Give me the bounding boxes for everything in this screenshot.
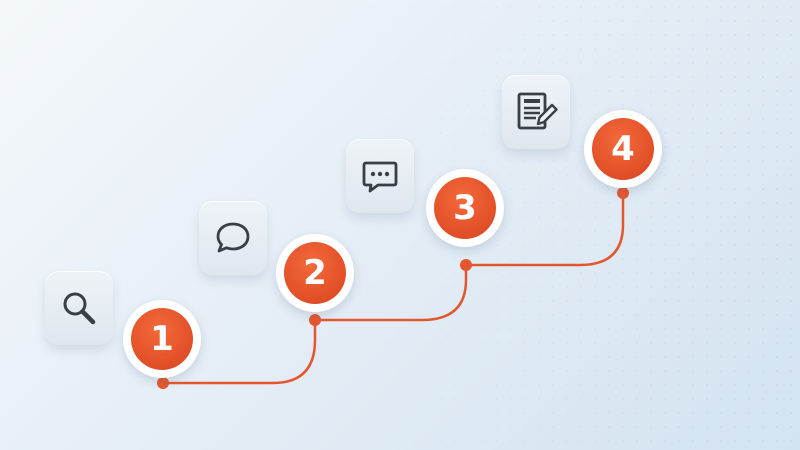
step-2-badge: 2 bbox=[276, 234, 354, 312]
connector-node-4 bbox=[617, 187, 629, 199]
step-1-number: 1 bbox=[131, 308, 193, 370]
step-1-badge: 1 bbox=[123, 300, 201, 378]
step-4-number: 4 bbox=[592, 118, 654, 180]
magnifier-icon bbox=[63, 292, 96, 325]
step-3-badge: 3 bbox=[426, 169, 504, 247]
step-2-card bbox=[199, 201, 267, 275]
step-3-number: 3 bbox=[434, 177, 496, 239]
speech-bubble-icon bbox=[216, 222, 250, 253]
step-3-card bbox=[346, 139, 414, 213]
connector-node-1 bbox=[157, 377, 169, 389]
step-1-card bbox=[45, 271, 113, 345]
step-4-card bbox=[502, 75, 570, 149]
chat-bubble-dots-icon bbox=[362, 161, 398, 193]
connector-node-2 bbox=[309, 314, 321, 326]
step-2-number: 2 bbox=[284, 242, 346, 304]
document-edit-icon bbox=[517, 92, 558, 130]
connector-node-3 bbox=[460, 259, 472, 271]
step-4-badge: 4 bbox=[584, 110, 662, 188]
